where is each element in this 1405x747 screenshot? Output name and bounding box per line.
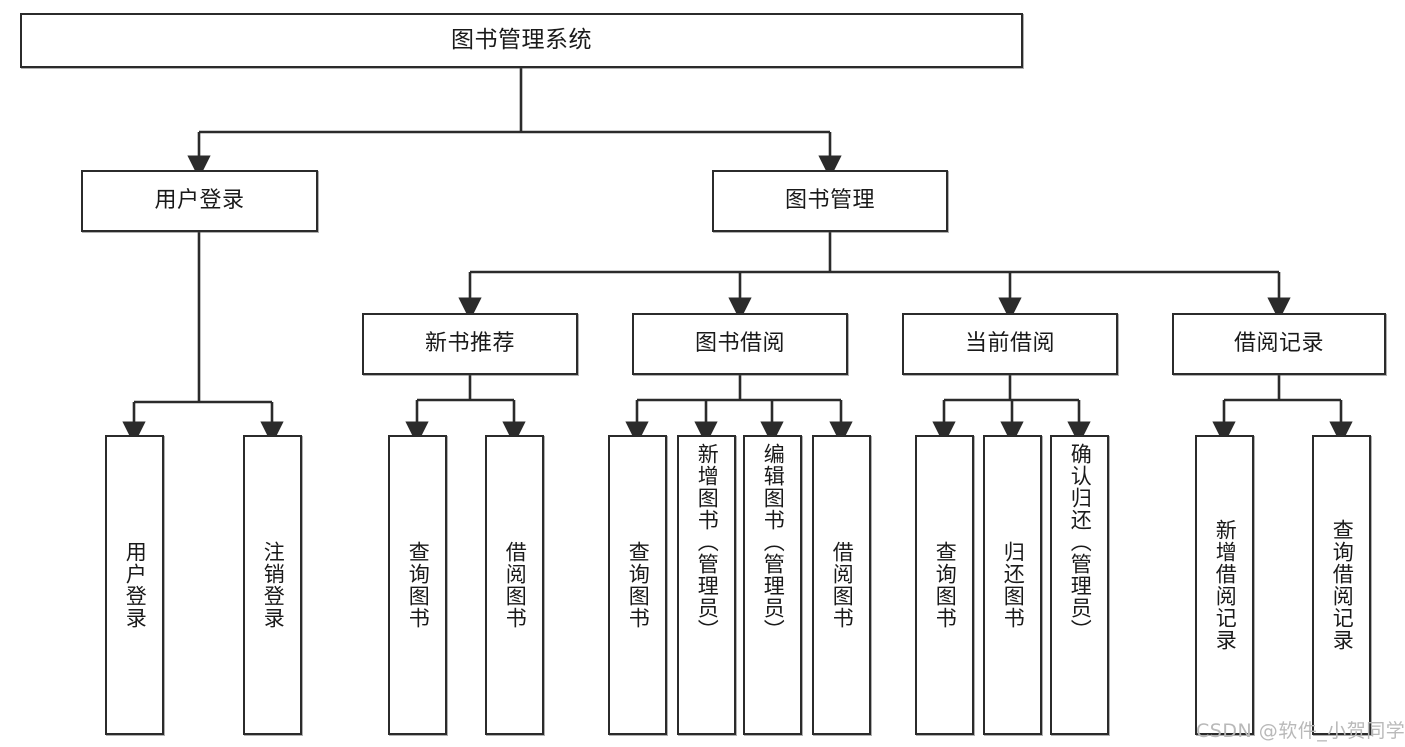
node-borrow-record-label: 借阅记录 — [1233, 331, 1324, 357]
node-leaf-query-book-2-label: 查询图书 — [626, 541, 651, 629]
node-leaf-add-record-label: 新增借阅记录 — [1213, 519, 1238, 651]
node-leaf-query-book-3-label: 查询图书 — [933, 541, 958, 629]
node-leaf-confirm-return-label: 确认归还（管理员） — [1068, 443, 1093, 641]
node-leaf-add-book[interactable]: 新增图书（管理员） — [677, 435, 736, 735]
node-current-borrow[interactable]: 当前借阅 — [902, 313, 1118, 375]
node-new-book-recommend-label: 新书推荐 — [424, 331, 515, 357]
node-leaf-user-login-label: 用户登录 — [123, 541, 148, 629]
node-leaf-borrow-book-2[interactable]: 借阅图书 — [812, 435, 871, 735]
node-leaf-return-book-label: 归还图书 — [1001, 541, 1026, 629]
node-leaf-add-book-label: 新增图书（管理员） — [695, 443, 720, 641]
node-leaf-query-book-1-label: 查询图书 — [406, 541, 431, 629]
node-leaf-return-book[interactable]: 归还图书 — [983, 435, 1042, 735]
node-leaf-logout-login[interactable]: 注销登录 — [243, 435, 302, 735]
node-book-management[interactable]: 图书管理 — [712, 170, 948, 232]
node-leaf-borrow-book-2-label: 借阅图书 — [830, 541, 855, 629]
node-leaf-borrow-book-1[interactable]: 借阅图书 — [485, 435, 544, 735]
node-leaf-edit-book-label: 编辑图书（管理员） — [761, 443, 786, 641]
node-leaf-confirm-return[interactable]: 确认归还（管理员） — [1050, 435, 1109, 735]
node-root-label: 图书管理系统 — [451, 27, 592, 54]
node-leaf-borrow-book-1-label: 借阅图书 — [503, 541, 528, 629]
node-leaf-user-login[interactable]: 用户登录 — [105, 435, 164, 735]
node-leaf-query-book-3[interactable]: 查询图书 — [915, 435, 974, 735]
node-leaf-query-record[interactable]: 查询借阅记录 — [1312, 435, 1371, 735]
node-leaf-query-book-2[interactable]: 查询图书 — [608, 435, 667, 735]
node-book-borrow-label: 图书借阅 — [694, 331, 785, 357]
node-book-borrow[interactable]: 图书借阅 — [632, 313, 848, 375]
node-user-login[interactable]: 用户登录 — [81, 170, 318, 232]
node-new-book-recommend[interactable]: 新书推荐 — [362, 313, 578, 375]
node-book-management-label: 图书管理 — [784, 188, 875, 214]
node-leaf-query-record-label: 查询借阅记录 — [1330, 519, 1355, 651]
node-leaf-query-book-1[interactable]: 查询图书 — [388, 435, 447, 735]
node-leaf-logout-login-label: 注销登录 — [261, 541, 286, 629]
watermark-text: CSDN @软件_小贺同学 — [1196, 720, 1405, 742]
node-leaf-add-record[interactable]: 新增借阅记录 — [1195, 435, 1254, 735]
node-user-login-label: 用户登录 — [154, 188, 245, 214]
node-root[interactable]: 图书管理系统 — [20, 13, 1023, 68]
node-leaf-edit-book[interactable]: 编辑图书（管理员） — [743, 435, 802, 735]
node-current-borrow-label: 当前借阅 — [964, 331, 1055, 357]
node-borrow-record[interactable]: 借阅记录 — [1172, 313, 1386, 375]
